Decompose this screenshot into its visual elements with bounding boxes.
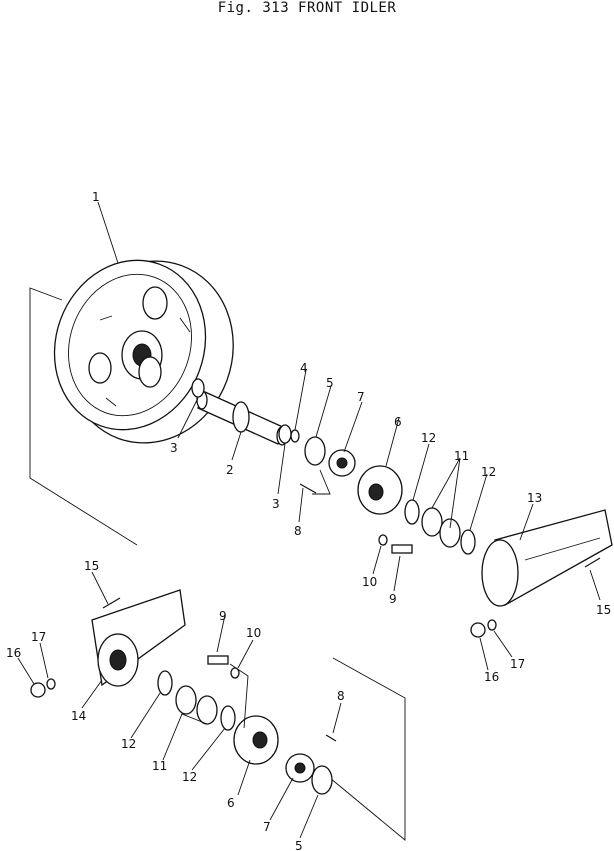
callout-3a: 3 [170, 441, 178, 455]
bearing-set-part-11-b [175, 685, 218, 725]
o-ring-part-5-b [311, 765, 333, 795]
callout-13: 13 [527, 491, 542, 505]
callout-8a: 8 [294, 524, 302, 538]
bolt-part-9-b [207, 655, 229, 665]
ring-part-12-a [404, 499, 420, 525]
callout-10a: 10 [362, 575, 377, 589]
callout-11b: 11 [152, 759, 167, 773]
washer-part-10-b [230, 667, 240, 679]
leader-lines [17, 201, 601, 839]
shaft-part-2 [196, 390, 288, 446]
o-ring-part-3-b [278, 424, 292, 444]
callout-5a: 5 [326, 376, 334, 390]
callout-12c: 12 [121, 737, 136, 751]
ring-part-12-c [157, 670, 173, 696]
callout-12d: 12 [182, 770, 197, 784]
callout-6a: 6 [394, 415, 402, 429]
grease-fitting-part-15-b [584, 557, 601, 568]
callout-labels: 1 2 3 3 4 5 5 6 6 7 7 8 8 9 9 10 10 11 1… [6, 190, 611, 851]
callout-16b: 16 [484, 670, 499, 684]
callout-12b: 12 [481, 465, 496, 479]
figure-title: Fig. 313 FRONT IDLER [217, 0, 397, 16]
callout-11a: 11 [454, 449, 469, 463]
callout-9b: 9 [219, 609, 227, 623]
callout-10b: 10 [246, 626, 261, 640]
nut-part-16-b [470, 622, 486, 638]
callout-12a: 12 [421, 431, 436, 445]
callout-5b: 5 [295, 839, 303, 851]
grease-fitting-part-15-a [102, 597, 121, 609]
o-ring-part-3-a [191, 378, 205, 398]
callout-16a: 16 [6, 646, 21, 660]
washer-part-10-a [378, 534, 388, 546]
callout-7a: 7 [357, 390, 365, 404]
nut-part-16-a [30, 682, 46, 698]
pin-part-8-a [299, 483, 317, 494]
idler-wheel-part-1 [53, 259, 234, 444]
yoke-part-13 [481, 509, 613, 607]
ring-part-12-d [220, 705, 236, 731]
callout-9a: 9 [389, 592, 397, 606]
bearing-set-part-11-a [421, 507, 461, 548]
pin-part-8-b [325, 734, 337, 742]
seal-part-4 [290, 429, 300, 443]
callout-15b: 15 [596, 603, 611, 617]
yoke-part-14 [91, 589, 186, 687]
callout-17b: 17 [510, 657, 525, 671]
callout-6b: 6 [227, 796, 235, 810]
callout-8b: 8 [337, 689, 345, 703]
callout-4: 4 [300, 361, 308, 375]
bushing-part-7-b [285, 753, 315, 783]
o-ring-part-5-a [304, 436, 326, 466]
callout-7b: 7 [263, 820, 271, 834]
assembly-frame-left [29, 287, 138, 546]
washer-part-17-a [46, 678, 56, 690]
hub-part-6-b [233, 715, 279, 765]
callout-17a: 17 [31, 630, 46, 644]
callout-1: 1 [92, 190, 100, 204]
ring-part-12-b [460, 529, 476, 555]
callout-15a: 15 [84, 559, 99, 573]
washer-part-17-b [487, 619, 497, 631]
assembly-frame-lower [329, 657, 406, 841]
callout-2: 2 [226, 463, 234, 477]
callout-3b: 3 [272, 497, 280, 511]
bushing-part-7-a [328, 449, 356, 477]
hub-part-6-a [357, 465, 403, 515]
bolt-part-9-a [391, 544, 413, 554]
callout-14: 14 [71, 709, 86, 723]
